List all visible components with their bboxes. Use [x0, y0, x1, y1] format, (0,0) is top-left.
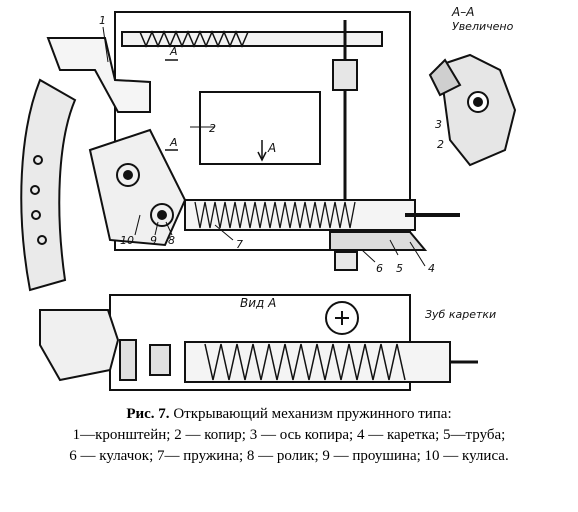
caption-title-line: Рис. 7. Открывающий механизм пружинного …: [0, 404, 578, 425]
enlarged-note: Увеличено: [452, 20, 514, 33]
figure-caption: Рис. 7. Открывающий механизм пружинного …: [0, 404, 578, 467]
label-8: 8: [168, 234, 175, 247]
inner-box: [199, 91, 321, 165]
label-7: 7: [236, 238, 243, 251]
label-9: 9: [150, 234, 157, 247]
label-5: 5: [396, 262, 403, 275]
caption-legend-line-1: 1—кронштейн; 2 — копир; 3 — ось копира; …: [72, 427, 506, 443]
label-10: 10: [120, 234, 134, 247]
inset-label-3: 3: [435, 118, 442, 131]
bracket-arm: [46, 37, 151, 113]
carriage: [329, 231, 428, 251]
view-arrow-label: А: [267, 141, 276, 155]
mechanism-drawing: 1 2 7 6 5 4 10 9 8 А А А А–А Увеличено 3…: [20, 5, 517, 391]
lower-bracket: [39, 309, 120, 382]
section-aa-title: А–А: [451, 5, 474, 19]
section-marker-top: А: [169, 45, 178, 58]
label-6: 6: [376, 262, 383, 275]
label-2: 2: [209, 122, 216, 135]
section-marker-bottom: А: [169, 136, 178, 149]
carriage-tooth-label: Зуб каретки: [425, 308, 496, 321]
upper-frame: [114, 11, 411, 251]
figure-number: Рис. 7.: [126, 406, 170, 422]
spring-7: [194, 201, 356, 229]
view-a-title: Вид А: [240, 296, 276, 310]
caption-legend-line-2: 6 — кулачок; 7— пружина; 8 — ролик; 9 — …: [69, 448, 509, 464]
inset-label-2: 2: [437, 138, 444, 151]
label-4: 4: [428, 262, 435, 275]
figure-title: Открывающий механизм пружинного типа:: [169, 406, 452, 422]
top-coil: [139, 30, 249, 48]
lower-spring: [204, 343, 406, 381]
label-1: 1: [99, 14, 106, 27]
sector-cam: [20, 78, 77, 292]
